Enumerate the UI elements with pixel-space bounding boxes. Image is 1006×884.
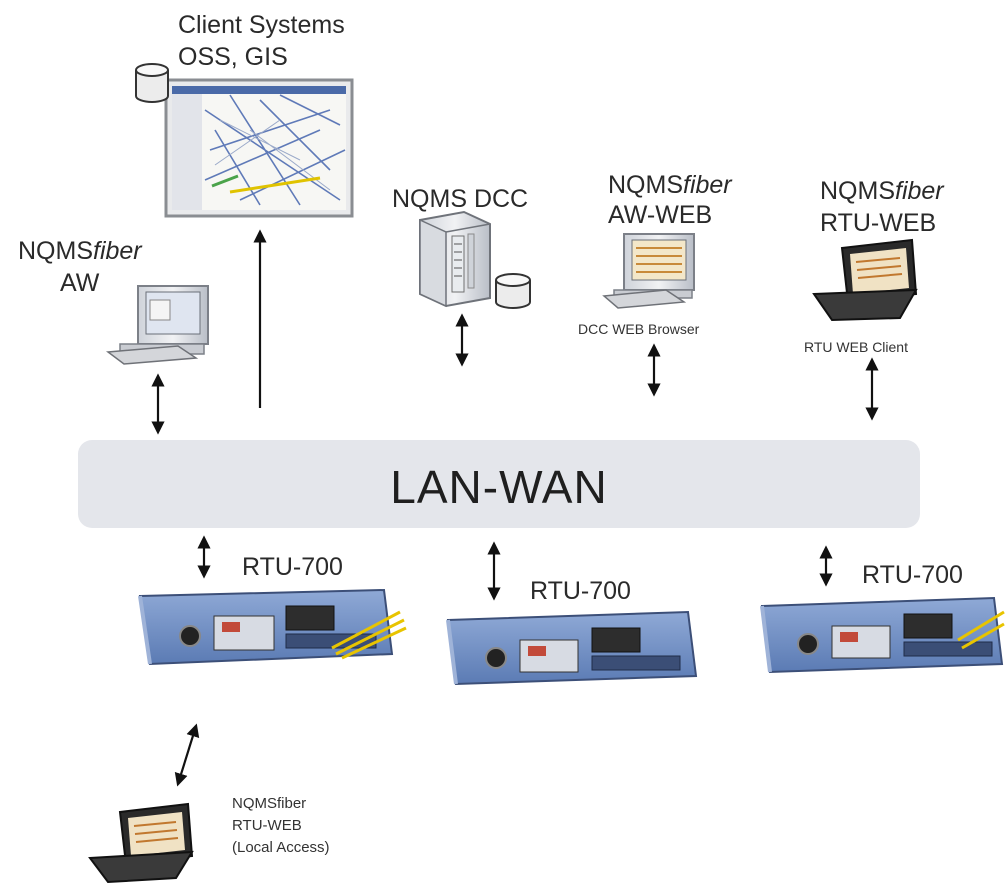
- aw-web-subtitle: AW-WEB: [608, 201, 713, 229]
- client-database-icon: [135, 63, 169, 103]
- rtu-web-client-caption: RTU WEB Client: [804, 339, 908, 355]
- dcc-server-icon: [419, 210, 491, 308]
- rtu-700-label-2: RTU-700: [530, 577, 631, 605]
- rtu-700-label-3: RTU-700: [862, 561, 963, 589]
- rtu-web-title: NQMSfiber: [820, 177, 944, 205]
- rtu-web-laptop-icon: [812, 238, 918, 322]
- local-rtu-web-label: RTU-WEB: [232, 817, 302, 834]
- dcc-web-browser-caption: DCC WEB Browser: [578, 321, 700, 337]
- lan-wan-bus: LAN-WAN: [78, 440, 920, 528]
- aw-web-workstation-icon: [602, 233, 695, 309]
- dcc-database-icon: [495, 273, 531, 309]
- local-access-laptop-icon: [88, 802, 194, 884]
- aw-web-title: NQMSfiber: [608, 171, 732, 199]
- lan-wan-label: LAN-WAN: [390, 461, 608, 513]
- client-systems-monitor-icon: [164, 78, 354, 218]
- aw-title: NQMSfiber: [18, 237, 142, 265]
- client-systems-label: Client Systems: [178, 11, 345, 39]
- rtu-700-device-icon-2: [446, 610, 698, 686]
- local-nqmsfiber-label: NQMSfiber: [232, 795, 307, 812]
- aw-workstation-icon: [105, 285, 209, 365]
- rtu-700-device-icon-1: [138, 588, 407, 666]
- dcc-label: NQMS DCC: [392, 185, 529, 213]
- local-access-label: (Local Access): [232, 839, 330, 856]
- rtu-web-subtitle: RTU-WEB: [820, 209, 937, 237]
- oss-gis-label: OSS, GIS: [178, 43, 288, 71]
- rtu-700-label-1: RTU-700: [242, 553, 343, 581]
- rtu-700-device-icon-3: [760, 596, 1005, 674]
- arrow-local-access: [174, 723, 200, 787]
- aw-subtitle: AW: [60, 269, 100, 297]
